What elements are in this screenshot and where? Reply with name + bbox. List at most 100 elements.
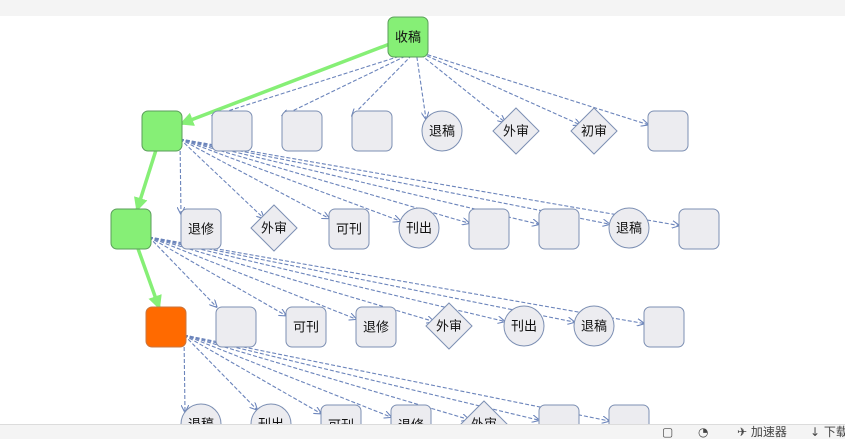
rect-node-shape	[387, 16, 429, 58]
active-path-edge	[179, 43, 389, 126]
workflow-node-r2n4[interactable]: 刊出	[398, 207, 440, 249]
workflow-node-r3n5[interactable]: 刊出	[503, 305, 545, 347]
rect-node-shape	[145, 306, 187, 348]
accelerator-label: 加速器	[750, 425, 787, 439]
rect-node-shape	[180, 208, 222, 250]
node-label: 外审	[436, 320, 462, 335]
circle-node-shape	[573, 305, 615, 347]
workflow-node-r2n7[interactable]: 退稿	[608, 207, 650, 249]
rect-node-shape	[351, 110, 393, 152]
rect-node-shape	[355, 306, 397, 348]
node-label: 可刊	[293, 321, 319, 336]
nodes-layer: 收稿退稿外审初审退修外审可刊刊出退稿可刊退修外审刊出退稿退稿刊出可刊退修外审	[110, 16, 720, 438]
rect-node-shape	[328, 208, 370, 250]
circle-node-shape	[421, 110, 463, 152]
node-label: 外审	[261, 222, 287, 237]
node-label: 退稿	[429, 124, 455, 140]
rect-node-shape	[211, 110, 253, 152]
download-button[interactable]: ↓ 下载	[810, 425, 845, 439]
workflow-node-r2n1[interactable]: 退修	[180, 208, 222, 250]
transition-edge	[415, 50, 580, 125]
top-bar	[0, 0, 845, 16]
transition-edge	[180, 138, 181, 214]
diamond-node-shape	[425, 302, 473, 350]
accelerator-icon: ✈	[737, 425, 748, 439]
workflow-node-r1n3[interactable]	[351, 110, 393, 152]
transition-edge	[415, 50, 426, 119]
rect-node-shape	[215, 306, 257, 348]
node-label: 初审	[581, 125, 607, 140]
node-label: 刊出	[406, 222, 432, 237]
active-path-edge	[134, 150, 158, 212]
circle-node-shape	[503, 305, 545, 347]
node-label: 收稿	[395, 30, 421, 46]
node-label: 外审	[503, 125, 529, 140]
transition-edge	[179, 138, 329, 218]
workflow-node-r1n7[interactable]	[647, 110, 689, 152]
transition-edge	[183, 334, 609, 421]
diamond-node-shape	[492, 107, 540, 155]
workflow-node-r1n0[interactable]	[141, 110, 183, 152]
status-bar: ▢ ◔ ✈ 加速器 ↓ 下载	[0, 424, 845, 439]
node-label: 退稿	[581, 319, 607, 335]
diamond-node-shape	[570, 107, 618, 155]
transition-edge	[179, 138, 400, 221]
window-icon[interactable]: ▢	[662, 425, 674, 439]
workflow-node-r2n6[interactable]	[538, 208, 580, 250]
node-label: 刊出	[511, 320, 537, 335]
workflow-node-r3n4[interactable]: 外审	[425, 302, 473, 350]
workflow-node-r1n1[interactable]	[211, 110, 253, 152]
workflow-node-r2n2[interactable]: 外审	[250, 204, 298, 252]
rect-node-shape	[110, 208, 152, 250]
workflow-node-r1n2[interactable]	[281, 110, 323, 152]
workflow-node-r1n5[interactable]: 外审	[492, 107, 540, 155]
rect-node-shape	[468, 208, 510, 250]
workflow-node-root[interactable]: 收稿	[387, 16, 429, 58]
transition-edge	[183, 334, 539, 420]
workflow-node-r3n7[interactable]	[643, 306, 685, 348]
workflow-node-r3n0[interactable]	[145, 306, 187, 348]
workflow-node-r2n8[interactable]	[678, 208, 720, 250]
transition-edge	[179, 138, 264, 218]
workflow-node-r1n6[interactable]: 初审	[570, 107, 618, 155]
transition-edge	[352, 50, 417, 116]
transition-edge	[148, 236, 356, 319]
workflow-node-r3n6[interactable]: 退稿	[573, 305, 615, 347]
workflow-node-r2n5[interactable]	[468, 208, 510, 250]
workflow-node-r2n0[interactable]	[110, 208, 152, 250]
transition-edge	[184, 334, 185, 412]
workflow-node-r1n4[interactable]: 退稿	[421, 110, 463, 152]
workflow-node-r3n2[interactable]: 可刊	[285, 306, 327, 348]
transition-edge	[212, 50, 417, 116]
transition-edge	[415, 50, 505, 122]
transition-edge	[179, 138, 679, 226]
transition-edge	[179, 138, 469, 223]
transition-edge	[148, 236, 217, 307]
transition-edge	[148, 236, 286, 316]
speed-icon[interactable]: ◔	[698, 425, 709, 439]
active-path-edge	[136, 248, 162, 310]
download-label: 下载	[823, 425, 845, 439]
rect-node-shape	[647, 110, 689, 152]
circle-node-shape	[608, 207, 650, 249]
circle-node-shape	[398, 207, 440, 249]
diamond-node-shape	[250, 204, 298, 252]
node-label: 可刊	[336, 223, 362, 238]
transition-edge	[183, 334, 321, 414]
transition-edge	[179, 138, 609, 224]
rect-node-shape	[141, 110, 183, 152]
transition-edge	[148, 236, 574, 322]
accelerator-button[interactable]: ✈ 加速器	[737, 425, 787, 439]
workflow-node-r2n3[interactable]: 可刊	[328, 208, 370, 250]
workflow-node-r3n1[interactable]	[215, 306, 257, 348]
workflow-node-r3n3[interactable]: 退修	[355, 306, 397, 348]
transition-edge	[415, 50, 648, 125]
rect-node-shape	[643, 306, 685, 348]
transition-edge	[148, 236, 505, 321]
rect-node-shape	[538, 208, 580, 250]
transition-edge	[183, 334, 257, 410]
rect-node-shape	[281, 110, 323, 152]
transition-edge	[183, 334, 391, 417]
rect-node-shape	[285, 306, 327, 348]
